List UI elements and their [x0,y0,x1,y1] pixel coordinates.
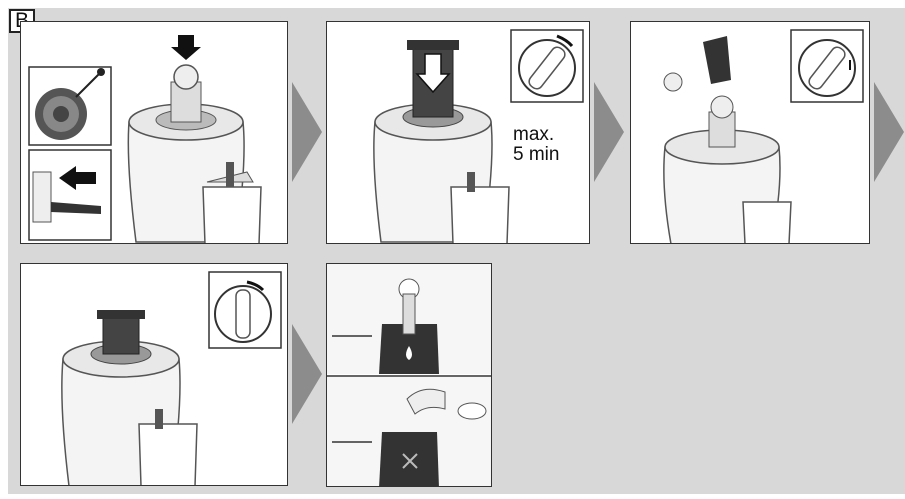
panel-step-5 [326,263,492,487]
note-line-1: max. [513,124,555,145]
panel-step-1 [20,21,288,244]
panel-step-3 [630,21,870,244]
panel-step-2 [326,21,590,244]
note-line-2: 5 min [513,144,560,165]
arrow-right-4 [292,324,322,424]
max-time-note: max. 5 min [513,125,559,165]
panel-step-4 [20,263,288,486]
arrow-right-2 [594,82,624,182]
arrow-right-3 [874,82,904,182]
arrow-right-1 [292,82,322,182]
